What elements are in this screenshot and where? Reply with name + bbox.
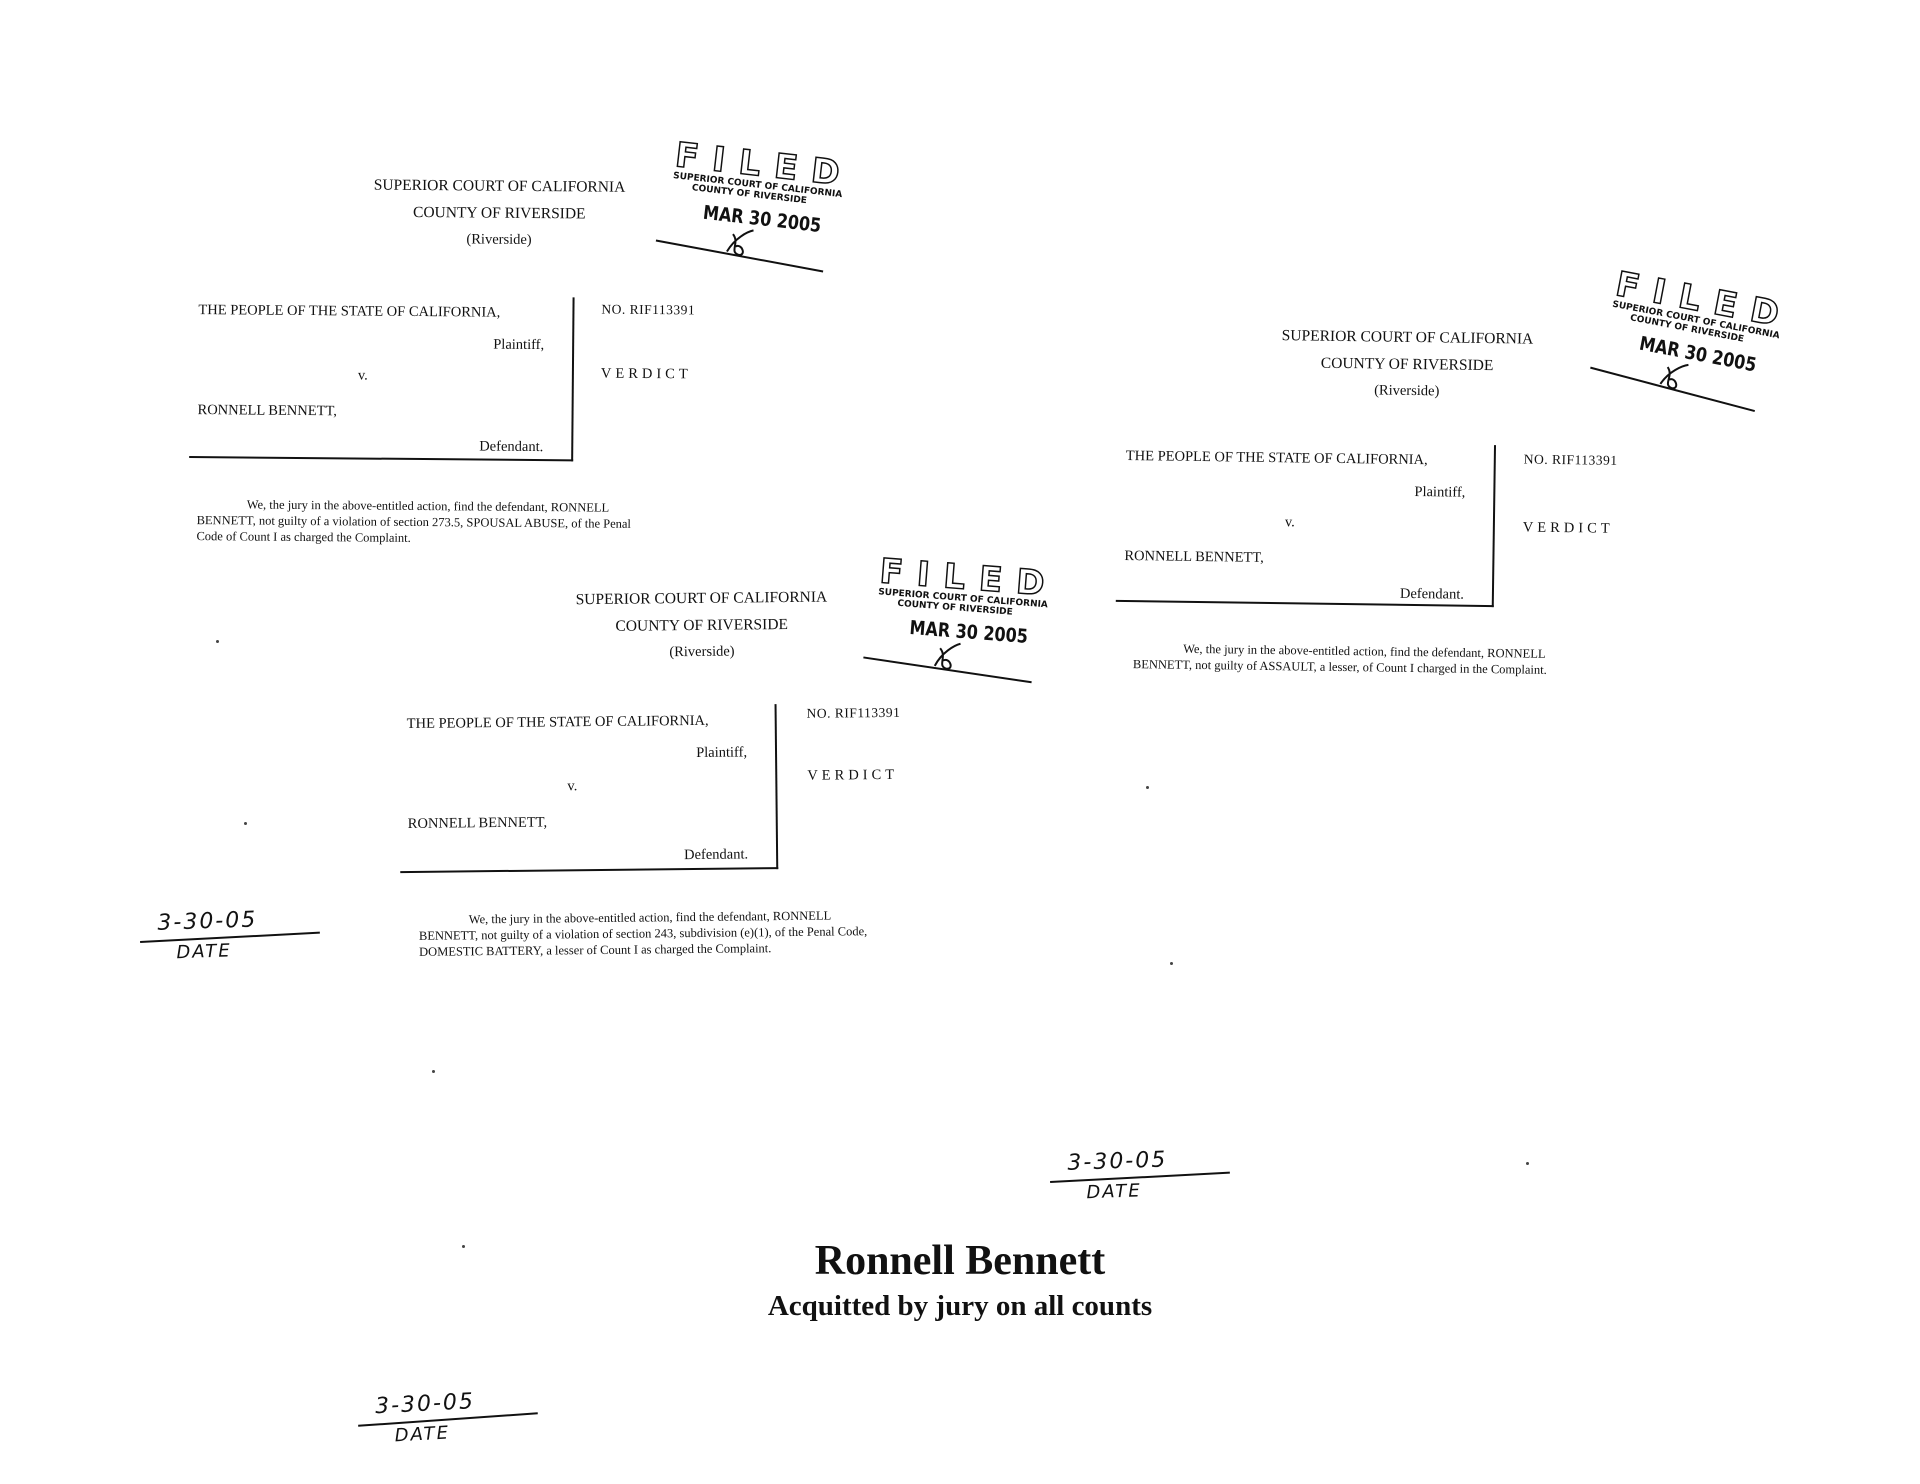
verdict-document-assault: SUPERIOR COURT OF CALIFORNIA COUNTY OF R… [1115,264,1828,700]
plaintiff-label: Plaintiff, [696,744,748,761]
verdict-document-domestic-battery: SUPERIOR COURT OF CALIFORNIA COUNTY OF R… [400,551,1069,980]
case-number: NO. RIF113391 [601,301,696,318]
handwritten-date: 3-30-05 [157,907,258,936]
verdict-document-spousal-abuse: SUPERIOR COURT OF CALIFORNIA COUNTY OF R… [186,132,856,558]
handwritten-date-block: 3-30-05 DATE [1049,1145,1251,1212]
verdict-text: We, the jury in the above-entitled actio… [419,905,1039,959]
people-party: THE PEOPLE OF THE STATE OF CALIFORNIA, [1125,447,1428,469]
verdict-title: VERDICT [600,365,692,383]
filed-stamp: FILED SUPERIOR COURT OF CALIFORNIA COUNT… [1590,264,1797,435]
court-header: SUPERIOR COURT OF CALIFORNIA COUNTY OF R… [551,583,852,667]
people-party: THE PEOPLE OF THE STATE OF CALIFORNIA, [198,302,501,321]
caption-vertical-rule [774,704,779,870]
case-caption: THE PEOPLE OF THE STATE OF CALIFORNIA, P… [1115,440,1497,608]
verdict-title: VERDICT [1522,519,1614,537]
caption-horizontal-rule [400,867,779,874]
scan-speck [1146,786,1149,789]
caption-vertical-rule [1491,445,1497,608]
defendant-label: Defendant. [479,438,544,456]
case-caption: THE PEOPLE OF THE STATE OF CALIFORNIA, P… [400,704,779,874]
scan-speck [432,1070,435,1073]
handwritten-date: 3-30-05 [1067,1147,1168,1176]
scan-speck [216,640,219,643]
defendant-name: RONNELL BENNETT, [407,814,548,832]
venue: (Riverside) [669,643,735,661]
verdict-text: We, the jury in the above-entitled actio… [196,496,816,549]
defendant-name: RONNELL BENNETT, [1124,547,1264,566]
venue: (Riverside) [466,231,532,248]
verdict-text: We, the jury in the above-entitled actio… [1133,640,1793,681]
county-name: COUNTY OF RIVERSIDE [1320,354,1494,375]
headline-tagline: Acquitted by jury on all counts [767,1290,1153,1322]
versus: v. [567,778,578,795]
case-caption: THE PEOPLE OF THE STATE OF CALIFORNIA, P… [189,294,575,462]
defendant-label: Defendant. [684,846,749,864]
handwritten-date: 3-30-05 [374,1389,476,1420]
versus: v. [357,367,368,384]
versus: v. [1284,514,1295,531]
court-name: SUPERIOR COURT OF CALIFORNIA [575,588,828,609]
headline-name: Ronnell Bennett [814,1238,1106,1284]
plaintiff-label: Plaintiff, [493,336,545,354]
scan-speck [1170,962,1173,965]
court-header: SUPERIOR COURT OF CALIFORNIA COUNTY OF R… [1257,322,1558,407]
plaintiff-label: Plaintiff, [1414,484,1466,501]
verdict-title: VERDICT [807,766,899,784]
county-name: COUNTY OF RIVERSIDE [412,203,586,223]
court-name: SUPERIOR COURT OF CALIFORNIA [1281,327,1534,348]
people-party: THE PEOPLE OF THE STATE OF CALIFORNIA, [406,712,709,732]
defendant-label: Defendant. [1399,585,1465,603]
filed-stamp: FILED SUPERIOR COURT OF CALIFORNIA COUNT… [863,551,1061,704]
handwritten-date-block: 3-30-05 DATE [357,1385,560,1455]
court-header: SUPERIOR COURT OF CALIFORNIA COUNTY OF R… [349,171,650,255]
date-label: DATE [394,1422,451,1447]
venue: (Riverside) [1374,382,1440,400]
case-number: NO. RIF113391 [806,704,901,721]
defendant-name: RONNELL BENNETT, [197,402,337,420]
scan-speck [244,822,247,825]
headline: Ronnell Bennett Acquitted by jury on all… [0,1236,1920,1326]
caption-horizontal-rule [189,456,574,462]
filed-stamp: FILED SUPERIOR COURT OF CALIFORNIA COUNT… [655,134,857,294]
date-label: DATE [176,940,233,964]
county-name: COUNTY OF RIVERSIDE [615,615,789,635]
caption-vertical-rule [571,297,575,462]
date-label: DATE [1086,1180,1143,1204]
case-number: NO. RIF113391 [1523,451,1618,468]
court-name: SUPERIOR COURT OF CALIFORNIA [373,176,626,196]
scan-speck [1526,1162,1529,1165]
scan-speck [462,1245,465,1248]
handwritten-date-block: 3-30-05 DATE [139,905,341,972]
